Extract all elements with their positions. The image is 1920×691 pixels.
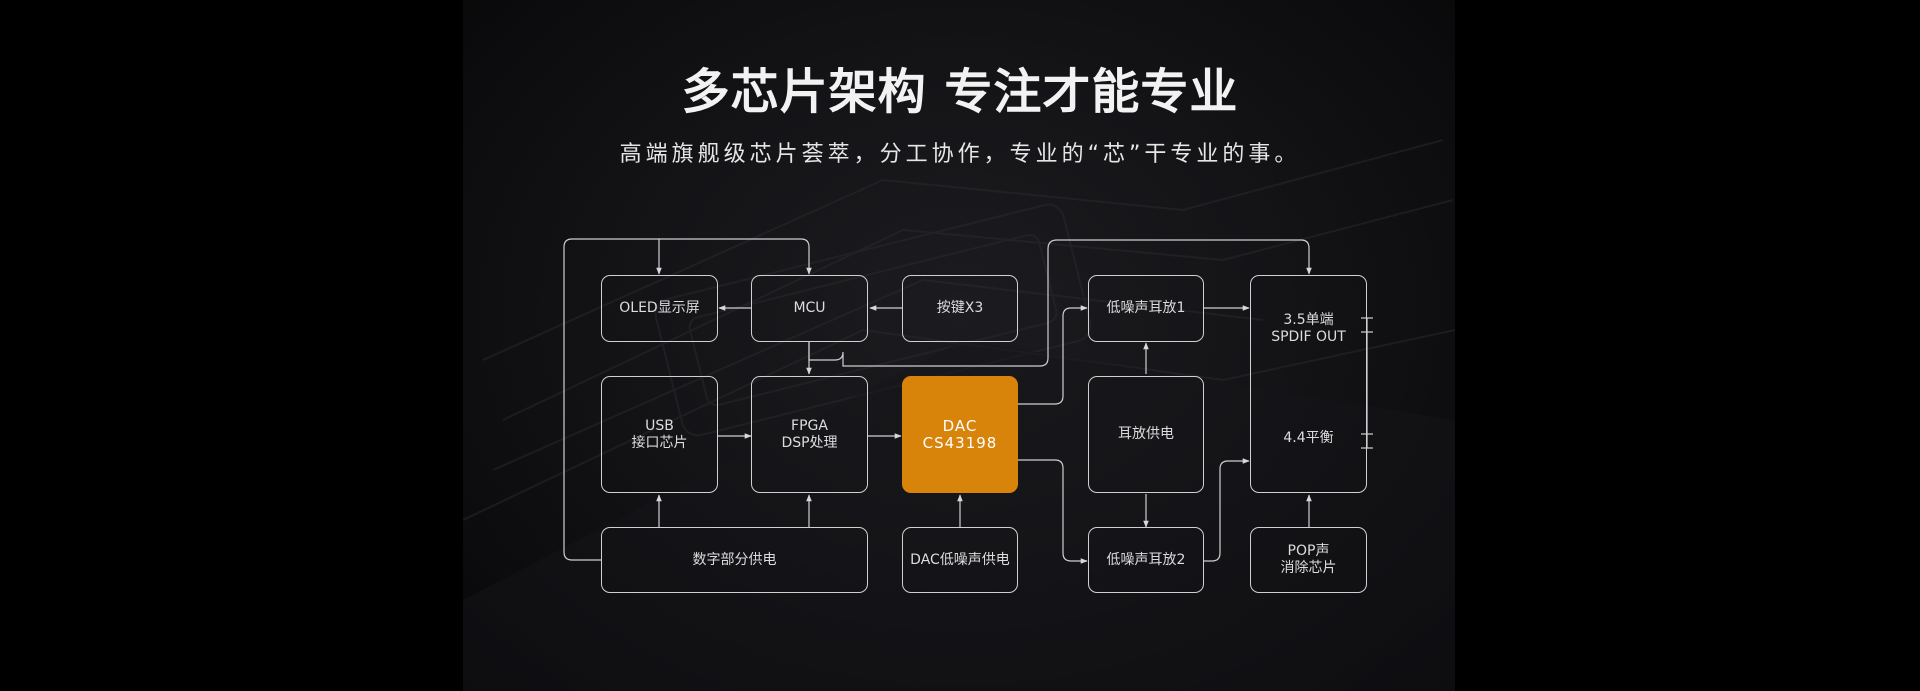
block-label: FPGA — [791, 417, 828, 434]
block-label: 按键X3 — [936, 300, 984, 316]
block-label: OLED显示屏 — [619, 300, 700, 316]
block-label: 低噪声耳放2 — [1106, 551, 1186, 568]
block-label: 接口芯片 — [631, 434, 688, 451]
page-title: 多芯片架构 专注才能专业 — [681, 64, 1239, 120]
block-label: CS43198 — [922, 433, 998, 452]
block-label: USB — [645, 417, 674, 434]
line-mcu-to-output — [808, 239, 1312, 367]
output-block: 3.5单端 SPDIF OUT 4.4平衡 — [1250, 275, 1367, 493]
oled-display-block: OLED显示屏 — [601, 275, 718, 342]
dac-block: DAC CS43198 — [902, 376, 1018, 493]
line-dac-to-amp1 — [1018, 305, 1088, 405]
usb-interface-block: USB 接口芯片 — [601, 376, 718, 493]
line-loop-to-mcu — [659, 238, 812, 275]
line-digital-power-to-oled — [563, 238, 662, 561]
block-label: 消除芯片 — [1280, 560, 1337, 576]
block-label: 4.4平衡 — [1283, 430, 1334, 446]
bal-output-label: 4.4平衡 — [1283, 430, 1333, 447]
background-device-image — [463, 139, 1455, 691]
amp-power-block: 耳放供电 — [1088, 376, 1204, 493]
block-label: 3.5单端 — [1283, 312, 1334, 328]
block-label: DSP处理 — [781, 434, 838, 451]
se-output-label: 3.5单端 SPDIF OUT — [1271, 312, 1346, 346]
block-label: DAC低噪声供电 — [910, 551, 1010, 568]
block-label: 耳放供电 — [1118, 426, 1174, 442]
block-label: POP声 — [1287, 543, 1330, 559]
block-label: DAC — [942, 416, 978, 435]
fpga-dsp-block: FPGA DSP处理 — [751, 376, 868, 493]
block-label: 数字部分供电 — [692, 551, 777, 568]
block-label: MCU — [793, 300, 826, 316]
amp1-block: 低噪声耳放1 — [1088, 275, 1204, 342]
keys-block: 按键X3 — [902, 275, 1018, 342]
block-label: SPDIF OUT — [1271, 329, 1346, 345]
amp2-block: 低噪声耳放2 — [1088, 527, 1204, 593]
line-dac-to-amp2 — [1018, 459, 1088, 564]
page-subtitle: 高端旗舰级芯片荟萃，分工协作，专业的“芯”干专业的事。 — [619, 142, 1301, 167]
digital-power-block: 数字部分供电 — [601, 527, 868, 593]
dac-power-block: DAC低噪声供电 — [902, 527, 1018, 593]
mcu-block: MCU — [751, 275, 868, 342]
line-amp2-to-bal — [1204, 458, 1250, 562]
pop-suppression-block: POP声 消除芯片 — [1250, 527, 1367, 593]
block-label: 低噪声耳放1 — [1106, 300, 1186, 316]
